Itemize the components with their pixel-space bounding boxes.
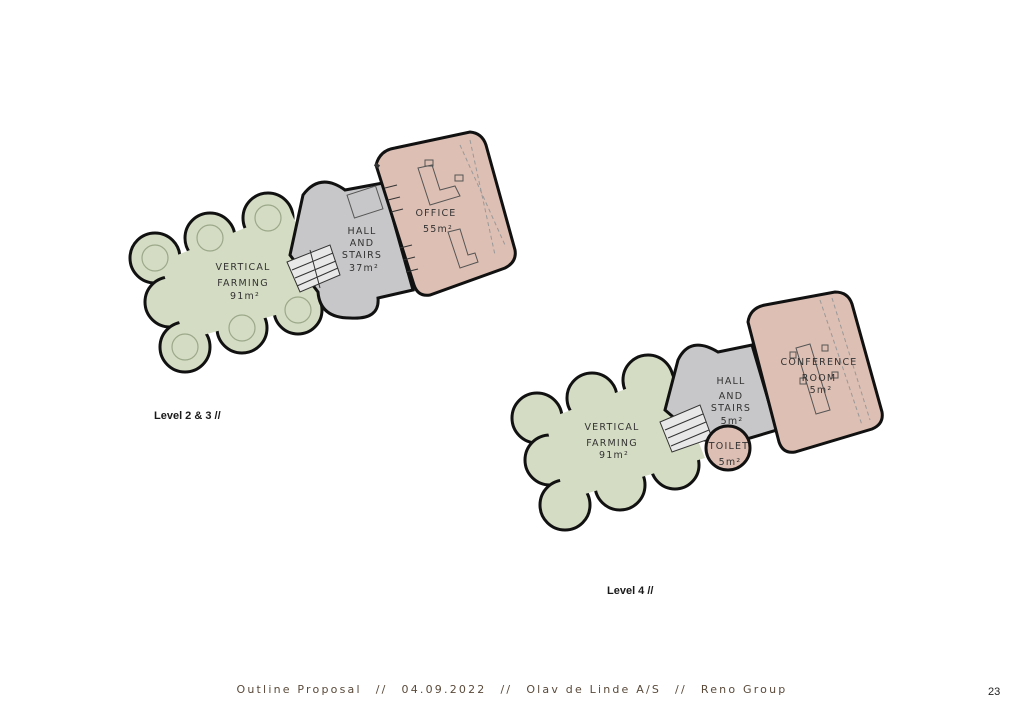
toilet-area: 5m² bbox=[719, 457, 742, 468]
footer-project: Outline Proposal bbox=[236, 683, 362, 696]
conference-area: 5m² bbox=[810, 385, 833, 396]
farming-label-lower-1: VERTICAL bbox=[584, 422, 639, 433]
office-label: OFFICE bbox=[415, 208, 456, 219]
office-area: 55m² bbox=[423, 224, 453, 235]
conference-label-1: CONFERENCE bbox=[780, 357, 857, 368]
conference-zone bbox=[746, 290, 884, 454]
footer-separator: // bbox=[375, 683, 388, 696]
hall-area-upper: 37m² bbox=[349, 263, 379, 274]
hall-stairs-zone-upper bbox=[286, 180, 415, 320]
level-2-3-caption: Level 2 & 3 // bbox=[154, 410, 221, 422]
hall-label-lower-2: AND bbox=[719, 391, 744, 402]
hall-label-lower-3: STAIRS bbox=[711, 403, 751, 414]
footer-company: Olav de Linde A/S bbox=[526, 683, 662, 696]
staircase-icon bbox=[286, 244, 341, 293]
footer-separator: // bbox=[675, 683, 687, 696]
office-zone bbox=[373, 130, 517, 297]
footer-group: Reno Group bbox=[700, 683, 788, 696]
hall-area-lower: 5m² bbox=[721, 416, 744, 427]
toilet-label: TOILET bbox=[708, 441, 749, 452]
hall-label-upper-2: AND bbox=[350, 238, 375, 249]
vertical-farming-zone-upper bbox=[128, 191, 330, 374]
hall-label-upper-3: STAIRS bbox=[342, 250, 382, 261]
conference-table-icon bbox=[789, 343, 839, 415]
planter-inner-rings bbox=[141, 204, 312, 361]
farming-label-upper-2: FARMING bbox=[217, 278, 269, 289]
farming-label-upper-1: VERTICAL bbox=[215, 262, 270, 273]
farming-area-upper: 91m² bbox=[230, 291, 260, 302]
footer-separator: // bbox=[500, 683, 513, 696]
footer-date: 04.09.2022 bbox=[401, 683, 487, 696]
toilet-zone bbox=[704, 424, 752, 472]
farming-area-lower: 91m² bbox=[599, 450, 629, 461]
page-number: 23 bbox=[988, 686, 1001, 698]
window-ticks bbox=[384, 184, 419, 273]
plan-level-2-3: VERTICAL FARMING 91m² HALL AND STAIRS 37… bbox=[128, 130, 517, 374]
plan-level-4: VERTICAL FARMING 91m² HALL AND STAIRS 5m… bbox=[510, 290, 884, 532]
farming-label-lower-2: FARMING bbox=[586, 438, 638, 449]
conference-label-2: ROOM bbox=[802, 373, 837, 384]
hall-label-lower-1: HALL bbox=[716, 376, 745, 387]
hall-stairs-zone-lower bbox=[659, 343, 779, 453]
footer: Outline Proposal // 04.09.2022 // Olav de Li… bbox=[0, 683, 1024, 696]
level-4-caption: Level 4 // bbox=[607, 585, 654, 597]
desk-icon bbox=[417, 159, 479, 269]
vertical-farming-zone-lower bbox=[510, 353, 705, 532]
hall-label-upper-1: HALL bbox=[347, 226, 376, 237]
